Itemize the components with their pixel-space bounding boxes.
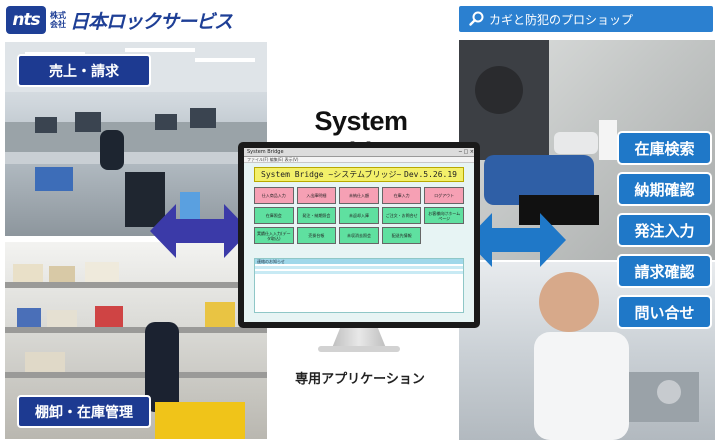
menu-button[interactable]: 未収消去照会 (339, 227, 379, 244)
notice-line (255, 271, 463, 274)
window-title: System Bridge (247, 149, 284, 155)
feature-delivery-check[interactable]: 納期確認 (617, 172, 712, 206)
menu-button[interactable]: 仕入商品入力 (254, 187, 294, 204)
logout-button[interactable]: ログアウト (424, 187, 464, 204)
feature-inventory-search[interactable]: 在庫検索 (617, 131, 712, 165)
window-controls[interactable]: ─ □ × (458, 149, 474, 155)
engineer-photo (459, 262, 715, 440)
app-header-title: System Bridge ~システムブリッジ~ (261, 170, 402, 179)
menu-button[interactable]: 実績仕入入力(データ取込) (254, 227, 294, 244)
inventory-label: 棚卸・在庫管理 (17, 395, 151, 428)
worker-scene (459, 40, 617, 225)
logo-mark: nts (6, 6, 46, 34)
menu-button[interactable]: 入出庫明細 (296, 187, 337, 204)
feature-order-entry[interactable]: 発注入力 (617, 213, 712, 247)
menu-button[interactable]: お客様向けホームページ (424, 207, 464, 224)
app-screen: System Bridge ─ □ × ファイル(F) 編集(E) 表示(V) … (244, 148, 474, 322)
warehouse-scene (5, 262, 267, 439)
window-titlebar: System Bridge ─ □ × (244, 148, 474, 157)
menu-button[interactable]: 在庫入力 (381, 187, 422, 204)
monitor-stand-base (318, 346, 400, 352)
logo-company-name: 日本ロックサービス (70, 10, 233, 33)
menu-button[interactable]: 在庫照会 (254, 207, 294, 224)
search-icon (469, 11, 484, 26)
app-caption: 専用アプリケーション (295, 372, 425, 387)
app-menu-grid: 仕入商品入力 入出庫明細 未納仕入額 在庫入力 ログアウト 在庫照会 発注・納期… (254, 187, 464, 244)
notice-panel-header: 連絡のお知らせ (255, 259, 463, 264)
menu-button[interactable]: 未納仕入額 (339, 187, 379, 204)
logo-kabu-bottom: 会社 (50, 20, 66, 29)
company-logo[interactable]: nts 株式 会社 日本ロックサービス (6, 5, 233, 35)
banner-text: カギと防犯のプロショップ (489, 12, 634, 27)
logo-kabushiki: 株式 会社 (50, 11, 66, 29)
logo-kabu-top: 株式 (50, 11, 66, 20)
notice-panel: 連絡のお知らせ (254, 258, 464, 313)
monitor: System Bridge ─ □ × ファイル(F) 編集(E) 表示(V) … (238, 142, 480, 328)
engineer-scene (534, 272, 699, 440)
window-menubar[interactable]: ファイル(F) 編集(E) 表示(V) (244, 157, 474, 163)
app-version: Dev.5.26.19 (404, 170, 457, 179)
right-double-arrow-icon (466, 213, 566, 267)
sales-billing-label: 売上・請求 (17, 54, 151, 87)
menu-button[interactable]: ご注文・お問合せ (381, 207, 422, 224)
menu-button[interactable]: 発注・納期照会 (296, 207, 337, 224)
notice-line (255, 266, 463, 269)
monitor-stand-neck (332, 328, 386, 348)
app-header: System Bridge ~システムブリッジ~ Dev.5.26.19 (254, 167, 464, 182)
menu-button[interactable]: 配送先情報 (381, 227, 422, 244)
feature-billing-check[interactable]: 請求確認 (617, 254, 712, 288)
menu-button[interactable]: 売掛台帳 (296, 227, 337, 244)
office-photo: 売上・請求 (5, 42, 267, 236)
proshop-banner[interactable]: カギと防犯のプロショップ (459, 6, 713, 32)
feature-list: 在庫検索 納期確認 発注入力 請求確認 問い合せ (617, 131, 712, 329)
feature-inquiry[interactable]: 問い合せ (617, 295, 712, 329)
warehouse-photo: 棚卸・在庫管理 (5, 242, 267, 439)
menu-button[interactable]: 未返却入庫 (339, 207, 379, 224)
left-double-arrow-icon (150, 204, 250, 258)
